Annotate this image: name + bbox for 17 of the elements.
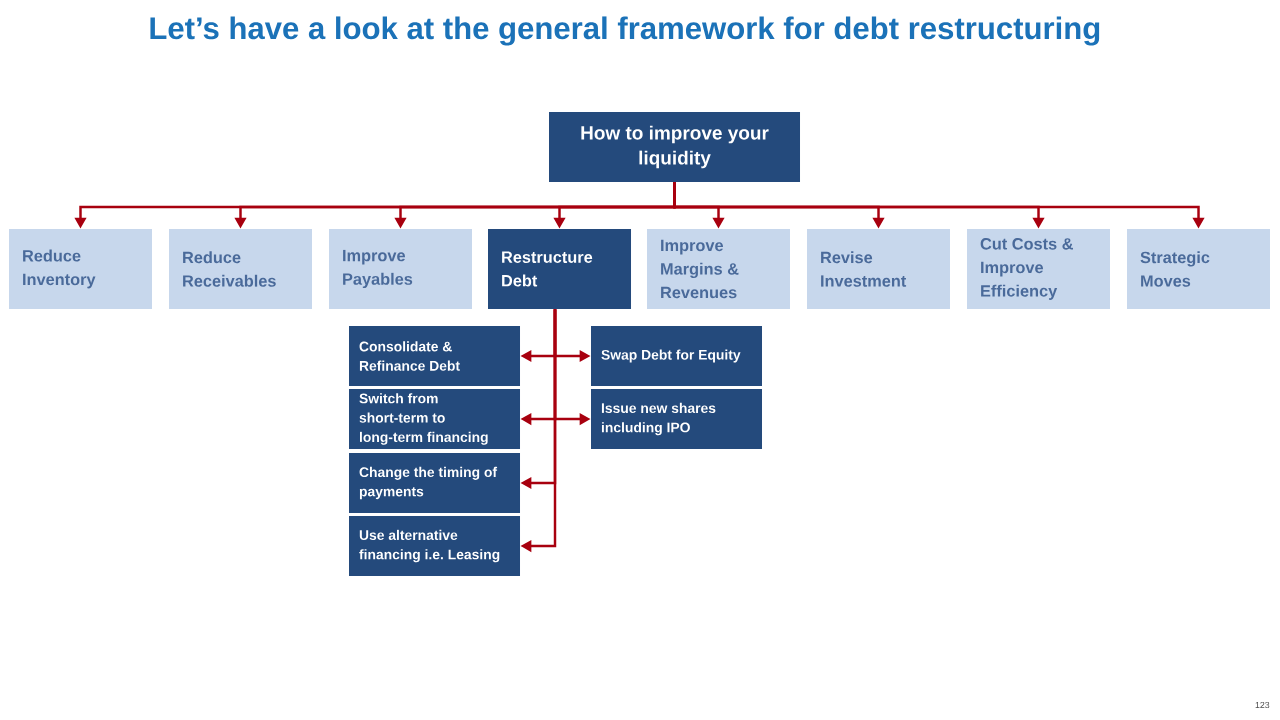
category-box: Revise Investment [807,229,950,309]
option-box: Use alternative financing i.e. Leasing [349,516,520,576]
category-box: Restructure Debt [488,229,631,309]
option-box: Issue new shares including IPO [591,389,762,449]
category-box: Reduce Inventory [9,229,152,309]
root-box: How to improve your liquidity [549,112,800,182]
category-box: Reduce Receivables [169,229,312,309]
category-box: Strategic Moves [1127,229,1270,309]
option-box: Switch from short-term to long-term financing [349,389,520,449]
category-box: Cut Costs & Improve Efficiency [967,229,1110,309]
category-box: Improve Margins & Revenues [647,229,790,309]
option-box: Swap Debt for Equity [591,326,762,386]
option-box: Change the timing of payments [349,453,520,513]
option-box: Consolidate & Refinance Debt [349,326,520,386]
page-number: 123 [1255,701,1270,709]
title: Let’s have a look at the general framework for debt restructuring [150,16,1100,46]
category-box: Improve Payables [329,229,472,309]
